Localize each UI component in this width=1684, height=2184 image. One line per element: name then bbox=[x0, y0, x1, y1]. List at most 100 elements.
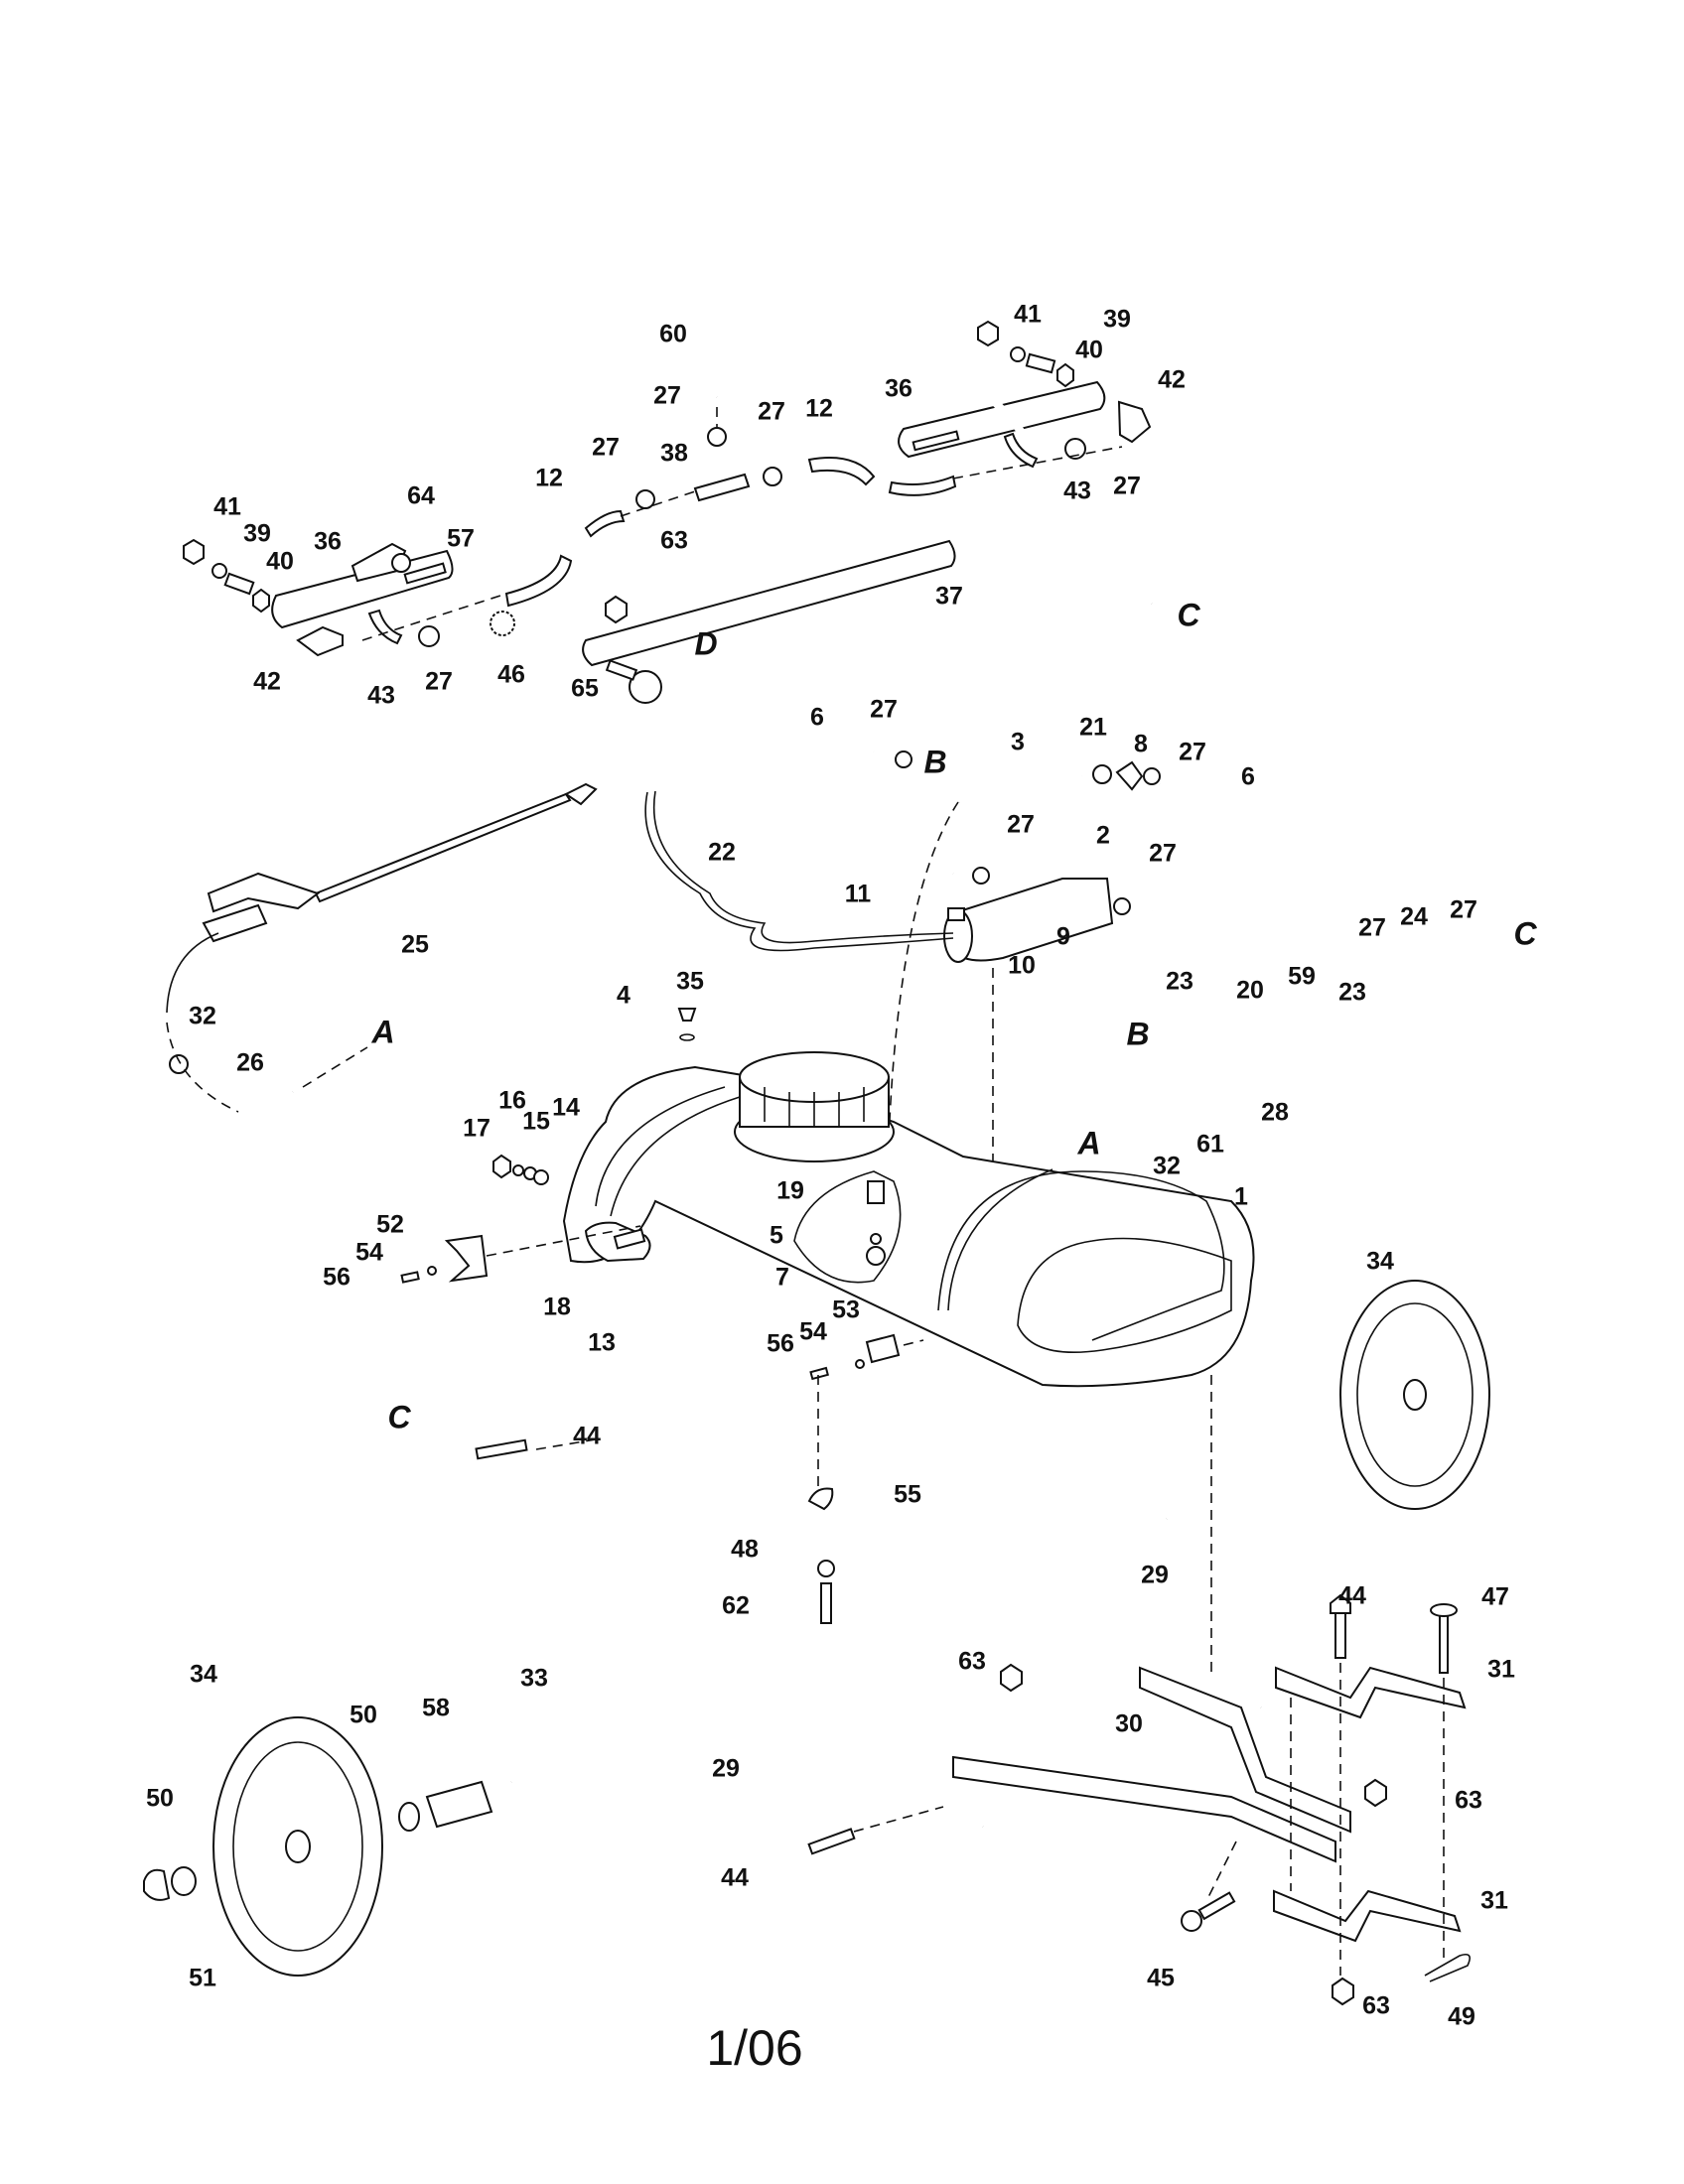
part-callout-45: 45 bbox=[1147, 1965, 1175, 1992]
boom-slot bbox=[912, 430, 960, 452]
part-callout-58: 58 bbox=[422, 1695, 450, 1722]
part-callout-36: 36 bbox=[314, 528, 342, 556]
part-callout-65: 65 bbox=[571, 675, 599, 703]
part-callout-53: 53 bbox=[832, 1297, 860, 1324]
part-callout-32: 32 bbox=[189, 1003, 216, 1030]
nut-63 bbox=[1332, 1977, 1354, 2006]
part-callout-11: 11 bbox=[845, 881, 872, 908]
part-callout-17: 17 bbox=[463, 1115, 491, 1143]
elbow-42 bbox=[296, 625, 344, 657]
part-callout-27: 27 bbox=[1450, 896, 1477, 924]
tank-rib bbox=[947, 1168, 1053, 1311]
tank-rail bbox=[610, 1096, 741, 1217]
part-callout-21: 21 bbox=[1079, 714, 1107, 742]
wheel-34-left-rim bbox=[232, 1741, 363, 1952]
hitch-bar-30-lower bbox=[952, 1755, 1336, 1863]
hose-clip-43 bbox=[1003, 432, 1039, 469]
carriage-bolt-shank-65 bbox=[605, 659, 638, 681]
washer-16 bbox=[512, 1164, 524, 1176]
tank-side-panel bbox=[937, 1170, 1225, 1341]
part-callout-47: 47 bbox=[1481, 1583, 1509, 1611]
boom-bar-center bbox=[582, 539, 956, 667]
part-callout-62: 62 bbox=[722, 1592, 750, 1620]
part-callout-12: 12 bbox=[535, 465, 563, 492]
part-callout-27: 27 bbox=[1007, 811, 1035, 839]
part-callout-8: 8 bbox=[1134, 731, 1148, 758]
part-callout-39: 39 bbox=[243, 520, 271, 548]
part-callout-7: 7 bbox=[775, 1264, 789, 1292]
connection-reference-d: D bbox=[694, 625, 717, 661]
grommet-hole bbox=[679, 1033, 695, 1041]
part-callout-63: 63 bbox=[1362, 1992, 1390, 2020]
washer-54 bbox=[427, 1266, 437, 1276]
part-callout-13: 13 bbox=[588, 1329, 616, 1357]
part-callout-31: 31 bbox=[1480, 1887, 1508, 1915]
part-callout-51: 51 bbox=[189, 1965, 216, 1992]
nut-63 bbox=[1000, 1663, 1023, 1693]
part-callout-33: 33 bbox=[520, 1665, 548, 1693]
bolt-44-lower bbox=[807, 1828, 856, 1855]
washer-39 bbox=[1010, 346, 1026, 362]
spray-wand-assembly bbox=[166, 782, 598, 1116]
clamp-27 bbox=[1064, 438, 1086, 460]
bolt-45-head bbox=[1181, 1910, 1202, 1932]
connection-line-a bbox=[302, 1046, 368, 1088]
part-callout-44: 44 bbox=[721, 1864, 749, 1892]
washer-50 bbox=[398, 1802, 420, 1832]
part-callout-49: 49 bbox=[1448, 2003, 1475, 2031]
hose-12-mid bbox=[584, 509, 626, 538]
hose-clip-43 bbox=[367, 609, 403, 645]
clamp-27 bbox=[707, 427, 727, 447]
part-callout-14: 14 bbox=[552, 1094, 580, 1122]
part-callout-59: 59 bbox=[1288, 963, 1316, 991]
nut-63 bbox=[1364, 1778, 1387, 1808]
tee-fitting-38 bbox=[693, 473, 751, 502]
part-callout-35: 35 bbox=[676, 968, 704, 996]
bolt-13 bbox=[613, 1228, 646, 1250]
connection-reference-b: B bbox=[923, 744, 946, 779]
wand-grip bbox=[202, 903, 268, 943]
part-callout-42: 42 bbox=[253, 668, 281, 696]
part-callout-23: 23 bbox=[1338, 979, 1366, 1007]
bracket-53 bbox=[865, 1333, 901, 1364]
part-callout-40: 40 bbox=[266, 548, 294, 576]
part-callout-5: 5 bbox=[770, 1222, 783, 1250]
boom-slot bbox=[403, 562, 447, 585]
assembly-line bbox=[361, 593, 507, 641]
nut-42 bbox=[1056, 362, 1074, 388]
pump-assembly bbox=[644, 747, 1256, 1191]
connection-reference-a: A bbox=[1076, 1125, 1100, 1160]
part-callout-6: 6 bbox=[810, 704, 824, 732]
part-callout-28: 28 bbox=[1261, 1099, 1289, 1127]
screw-56 bbox=[400, 1271, 420, 1284]
hitch-bracket-31-lower bbox=[1273, 1889, 1462, 1943]
part-callout-1: 1 bbox=[1234, 1183, 1248, 1211]
hose-12-right bbox=[807, 457, 876, 486]
wand-handle bbox=[207, 872, 321, 913]
pump-2 bbox=[946, 878, 1114, 962]
connection-reference-c: C bbox=[387, 1399, 411, 1434]
tank-1 bbox=[562, 1065, 1255, 1388]
o-ring-5 bbox=[870, 1233, 882, 1245]
hose-12-left bbox=[504, 554, 573, 608]
hose-12-right2 bbox=[888, 475, 957, 496]
part-callout-44: 44 bbox=[573, 1423, 601, 1450]
part-callout-27: 27 bbox=[1149, 840, 1177, 868]
assembly-line bbox=[888, 801, 959, 1143]
clamp-27 bbox=[635, 489, 655, 509]
part-callout-43: 43 bbox=[1063, 478, 1091, 505]
wheel-34-right-rim bbox=[1356, 1302, 1474, 1487]
part-callout-64: 64 bbox=[407, 482, 435, 510]
assembly-line bbox=[486, 1225, 641, 1257]
tank-rail bbox=[595, 1086, 726, 1207]
part-callout-39: 39 bbox=[1103, 306, 1131, 334]
clamp-27 bbox=[895, 751, 912, 768]
wand-hose bbox=[166, 932, 219, 1014]
part-callout-63: 63 bbox=[958, 1648, 986, 1676]
wiring-harness-22b bbox=[652, 790, 954, 944]
washer-54 bbox=[855, 1359, 865, 1369]
part-callout-63: 63 bbox=[1455, 1787, 1482, 1815]
part-callout-29: 29 bbox=[1141, 1562, 1169, 1589]
part-callout-27: 27 bbox=[1358, 914, 1386, 942]
